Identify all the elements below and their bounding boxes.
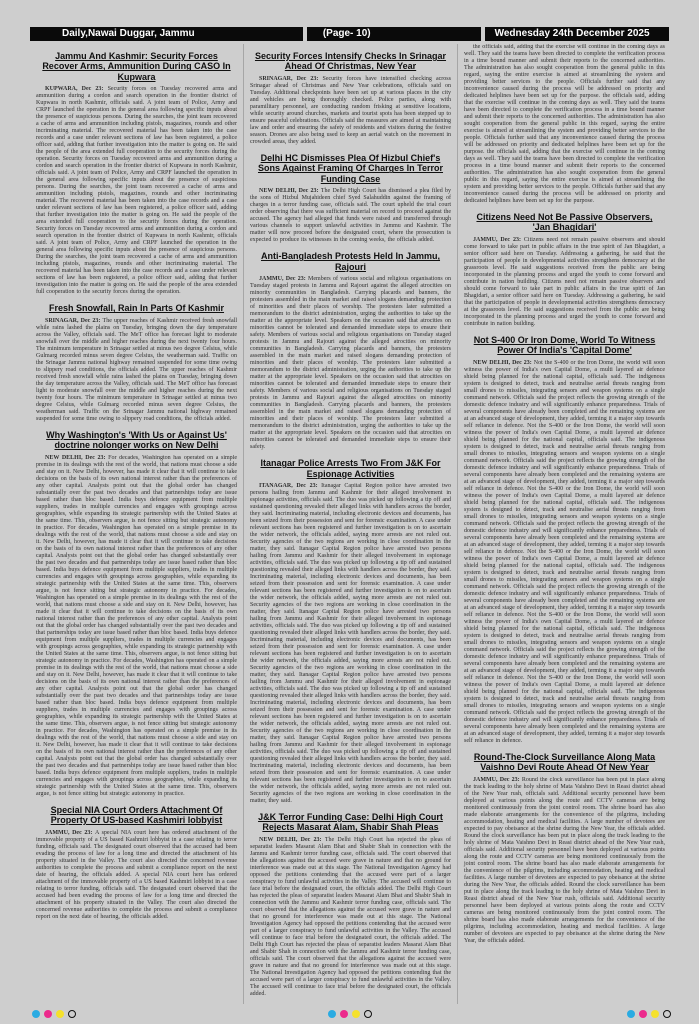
article-body: KUPWARA, Dec 23: Security forces on Tues… bbox=[36, 86, 237, 296]
article-dateline: JAMMU, Dec 23: bbox=[45, 829, 95, 836]
article-headline: Citizens Need Not Be Passive Observers, … bbox=[476, 212, 653, 233]
masthead: Daily,Nawai Duggar, Jammu (Page- 10) Wed… bbox=[30, 27, 669, 41]
article-body: JAMMU, Dec 23: Citizens need not remain … bbox=[464, 236, 665, 327]
article-body: NEW DELHI, Dec 23: The Delhi High Court … bbox=[250, 188, 451, 244]
article-headline: Delhi HC Dismisses Plea Of Hizbul Chief'… bbox=[257, 152, 444, 184]
article-dateline: JAMMU, Dec 23: bbox=[473, 236, 524, 243]
article-headline: Jammu And Kashmir: Security Forces Recov… bbox=[42, 51, 231, 82]
article-body: NEW DELHI, Dec 23: Not the S-400 or the … bbox=[464, 359, 665, 744]
article-dateline: NEW DELHI, Dec 23: bbox=[259, 836, 325, 843]
color-dot-icon bbox=[639, 1010, 647, 1018]
article-headline: Anti-Bangladesh Protests Held In Jammu, … bbox=[260, 251, 441, 272]
color-dot-icon bbox=[327, 1010, 336, 1018]
article: Citizens Need Not Be Passive Observers, … bbox=[464, 212, 665, 328]
reg-mark-group bbox=[327, 1010, 372, 1018]
article-headline: Round-The-Clock Surveillance Along Mata … bbox=[473, 751, 656, 773]
article-body: NEW DELHI, Dec 23: The Delhi High Court … bbox=[250, 836, 451, 997]
article-dateline: SRINAGAR, Dec 23: bbox=[45, 317, 103, 324]
color-dot-icon bbox=[339, 1010, 348, 1018]
column-2: Security Forces Intensify Checks In Srin… bbox=[243, 44, 457, 1004]
registration-ring-icon bbox=[663, 1010, 671, 1018]
article: Security Forces Intensify Checks In Srin… bbox=[250, 51, 451, 146]
article: Fresh Snowfall, Rain In Parts Of Kashmir… bbox=[36, 303, 237, 422]
article-dateline: ITANAGAR, Dec 23: bbox=[259, 482, 322, 489]
article-headline: Special NIA Court Orders Attachment Of P… bbox=[50, 804, 223, 826]
article-body: NEW DELHI, Dec 23: For decades, Washingt… bbox=[36, 454, 237, 797]
reg-mark-group bbox=[627, 1010, 671, 1018]
registration-ring-icon bbox=[68, 1010, 76, 1018]
color-dot-icon bbox=[627, 1010, 635, 1018]
color-dot-icon bbox=[32, 1010, 40, 1018]
registration-ring-icon bbox=[363, 1010, 372, 1018]
article: Delhi HC Dismisses Plea Of Hizbul Chief'… bbox=[250, 153, 451, 244]
article-dateline: KUPWARA, Dec 23: bbox=[45, 86, 108, 93]
article-headline: Why Washington's 'With Us or Against Us'… bbox=[46, 429, 227, 451]
article: J&K Terror Funding Case: Delhi High Cour… bbox=[250, 812, 451, 998]
article-headline: J&K Terror Funding Case: Delhi High Cour… bbox=[258, 811, 443, 833]
article-headline: Security Forces Intensify Checks In Srin… bbox=[254, 51, 447, 72]
color-dot-icon bbox=[351, 1010, 360, 1018]
article-body: JAMMU, Dec 23: A special NIA court here … bbox=[36, 829, 237, 920]
column-1: Jammu And Kashmir: Security Forces Recov… bbox=[30, 44, 243, 1004]
reg-mark-group bbox=[32, 1010, 76, 1018]
article-dateline: NEW DELHI, Dec 23: bbox=[259, 188, 321, 195]
article-dateline: JAMMU, Dec 23: bbox=[259, 276, 309, 283]
article-columns: Jammu And Kashmir: Security Forces Recov… bbox=[30, 44, 671, 1004]
article-body: the officials said, adding that the exer… bbox=[464, 44, 665, 204]
color-dot-icon bbox=[56, 1010, 64, 1018]
article: the officials said, adding that the exer… bbox=[464, 44, 665, 205]
article: Jammu And Kashmir: Security Forces Recov… bbox=[36, 51, 237, 296]
article-dateline: NEW DELHI, Dec 23: bbox=[45, 454, 109, 461]
article-body: JAMMU, Dec 23: Round the clock surveilla… bbox=[464, 776, 665, 944]
article: Why Washington's 'With Us or Against Us'… bbox=[36, 430, 237, 798]
article: Not S-400 Or Iron Dome, World To Witness… bbox=[464, 335, 665, 745]
article-body: SRINAGAR, Dec 23: Security forces have i… bbox=[250, 75, 451, 145]
article-dateline: JAMMU, Dec 23: bbox=[473, 776, 522, 783]
color-dot-icon bbox=[44, 1010, 52, 1018]
masthead-title: Daily,Nawai Duggar, Jammu bbox=[30, 27, 303, 41]
article-body: ITANAGAR, Dec 23: Itanagar Capital Regio… bbox=[250, 482, 451, 804]
column-3: the officials said, adding that the exer… bbox=[457, 44, 671, 1004]
article-dateline: NEW DELHI, Dec 23: bbox=[473, 359, 534, 366]
article-headline: Fresh Snowfall, Rain In Parts Of Kashmir bbox=[48, 303, 225, 314]
article-dateline: SRINAGAR, Dec 23: bbox=[259, 75, 323, 82]
article-body: JAMMU, Dec 23: Members of various social… bbox=[250, 276, 451, 451]
color-dot-icon bbox=[651, 1010, 659, 1018]
masthead-page-number: (Page- 10) bbox=[306, 27, 481, 41]
article-headline: Not S-400 Or Iron Dome, World To Witness… bbox=[473, 334, 656, 356]
masthead-date: Wednesday 24th December 2025 bbox=[484, 27, 669, 41]
article: Itanagar Police Arrests Two From J&K For… bbox=[250, 458, 451, 805]
print-registration-marks bbox=[0, 1010, 699, 1019]
article: Special NIA Court Orders Attachment Of P… bbox=[36, 805, 237, 921]
article-body: SRINAGAR, Dec 23: The upper reaches of K… bbox=[36, 317, 237, 422]
article-headline: Itanagar Police Arrests Two From J&K For… bbox=[260, 458, 441, 479]
article: Anti-Bangladesh Protests Held In Jammu, … bbox=[250, 251, 451, 451]
article: Round-The-Clock Surveillance Along Mata … bbox=[464, 752, 665, 945]
